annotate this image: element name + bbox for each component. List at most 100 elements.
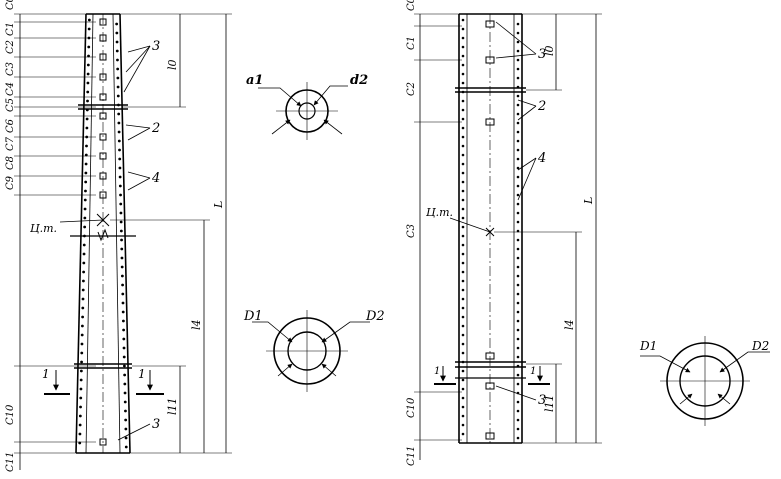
- rebar-dot: [461, 315, 465, 319]
- rebar-dot: [516, 148, 520, 152]
- section-label-D2: D2: [365, 309, 385, 324]
- rebar-dot: [461, 126, 465, 130]
- rebar-dot: [461, 99, 465, 103]
- left-dim-l4: l4: [190, 319, 203, 330]
- rebar-dot: [87, 45, 91, 49]
- rebar-dot: [461, 207, 465, 211]
- rebar-dot: [84, 189, 87, 193]
- rebar-dot: [123, 382, 127, 386]
- rebar-dot: [461, 378, 465, 382]
- rebar-dot: [117, 139, 121, 143]
- left-callout-4: 4: [151, 171, 160, 186]
- rebar-dot: [516, 364, 520, 368]
- rebar-dot: [116, 76, 120, 80]
- rebar-dot: [79, 387, 83, 391]
- rebar-dot: [80, 333, 84, 337]
- rebar-dot: [461, 81, 465, 85]
- rebar-dot: [82, 243, 86, 247]
- rebar-dot: [82, 252, 86, 256]
- rebar-dot: [119, 202, 123, 206]
- left-c-label-1: C1: [5, 22, 16, 36]
- rebar-dot: [124, 418, 128, 422]
- rebar-dot: [516, 301, 520, 305]
- rebar-dot: [80, 351, 84, 355]
- left-callout-3-bottom: 3: [152, 417, 160, 432]
- rebar-dot: [118, 166, 122, 170]
- rebar-dot: [461, 189, 465, 193]
- right-dim-l0: l0: [543, 45, 556, 56]
- insert-square: [99, 438, 107, 446]
- insert-square: [99, 34, 107, 42]
- left-c-dimension-lines: [14, 13, 96, 454]
- rebar-dot: [121, 283, 124, 287]
- rebar-dot: [516, 22, 520, 26]
- left-c-label-9: C9: [5, 175, 16, 190]
- rebar-dot: [78, 432, 82, 436]
- rebar-dot: [82, 279, 85, 283]
- right-c-label-0: C0: [406, 0, 417, 11]
- rebar-dot: [121, 301, 125, 305]
- rebar-dot: [516, 382, 520, 386]
- rebar-dot: [461, 90, 465, 94]
- rebar-dot: [516, 85, 520, 89]
- rebar-dot: [516, 49, 520, 53]
- rebar-dot: [122, 319, 125, 323]
- insert-square: [485, 382, 495, 390]
- rebar-dot: [516, 139, 520, 143]
- rebar-dot: [461, 423, 465, 427]
- rebar-dot: [461, 306, 465, 310]
- section-label-D1: D1: [243, 309, 263, 324]
- right-callout-4: 4: [537, 151, 546, 166]
- rebar-dot: [118, 148, 121, 152]
- left-callout-3-top: 3: [152, 39, 160, 54]
- rebar-dot: [516, 409, 520, 413]
- rebar-dot: [83, 216, 87, 220]
- right-section-mark-left: 1: [434, 366, 440, 377]
- insert-square: [485, 56, 495, 64]
- rebar-dot: [516, 328, 520, 332]
- insert-square: [99, 73, 107, 81]
- rebar-dot: [86, 99, 89, 103]
- rebar-dot: [461, 270, 465, 274]
- rebar-dot: [461, 405, 465, 409]
- right-c-label-2: C2: [406, 82, 417, 96]
- left-c-labels: C0 C1 C2 C3 C4 C5 C6 C7 C8 C9 C10 C11: [5, 0, 16, 472]
- rebar-dot: [85, 117, 89, 121]
- rebar-dot: [122, 355, 126, 359]
- right-dimensions: l0 L l4 l11: [494, 13, 602, 444]
- rebar-dot: [84, 171, 88, 175]
- section-bottom-large: D1 D2: [243, 309, 385, 392]
- rebar-dot: [119, 193, 122, 197]
- right-center-of-gravity: Ц.т.: [426, 206, 495, 237]
- insert-square: [99, 152, 107, 160]
- left-c-label-6: C6: [5, 118, 16, 133]
- rebar-dot: [516, 274, 520, 278]
- rebar-dot: [461, 63, 465, 67]
- rebar-dot: [87, 18, 91, 22]
- rebar-dot: [516, 67, 520, 71]
- rebar-dot: [516, 58, 520, 62]
- rebar-dot: [116, 67, 120, 71]
- insert-square: [99, 18, 107, 26]
- right-dim-L: L: [582, 197, 595, 205]
- right-callouts: 3 2 4 3: [495, 21, 546, 408]
- left-callouts: 3 2 4 3: [117, 39, 160, 441]
- rebar-dot: [83, 225, 87, 229]
- rebar-dot: [120, 247, 124, 251]
- left-c-label-7: C7: [5, 136, 16, 151]
- right-section-label-D1: D1: [639, 339, 657, 353]
- rebar-dot: [123, 373, 127, 377]
- rebar-dot: [461, 414, 465, 418]
- rebar-dot: [79, 396, 83, 400]
- insert-square: [99, 53, 107, 61]
- insert-square: [485, 352, 495, 360]
- insert-square: [99, 133, 107, 141]
- right-section-mark-right: 1: [530, 366, 536, 377]
- rebar-dot: [81, 288, 85, 292]
- rebar-dot: [115, 40, 119, 44]
- rebar-dot: [516, 202, 520, 206]
- rebar-dot: [124, 427, 128, 431]
- rebar-dot: [118, 175, 122, 179]
- section-top-small: a1 d2: [246, 73, 368, 140]
- rebar-dot: [461, 144, 465, 148]
